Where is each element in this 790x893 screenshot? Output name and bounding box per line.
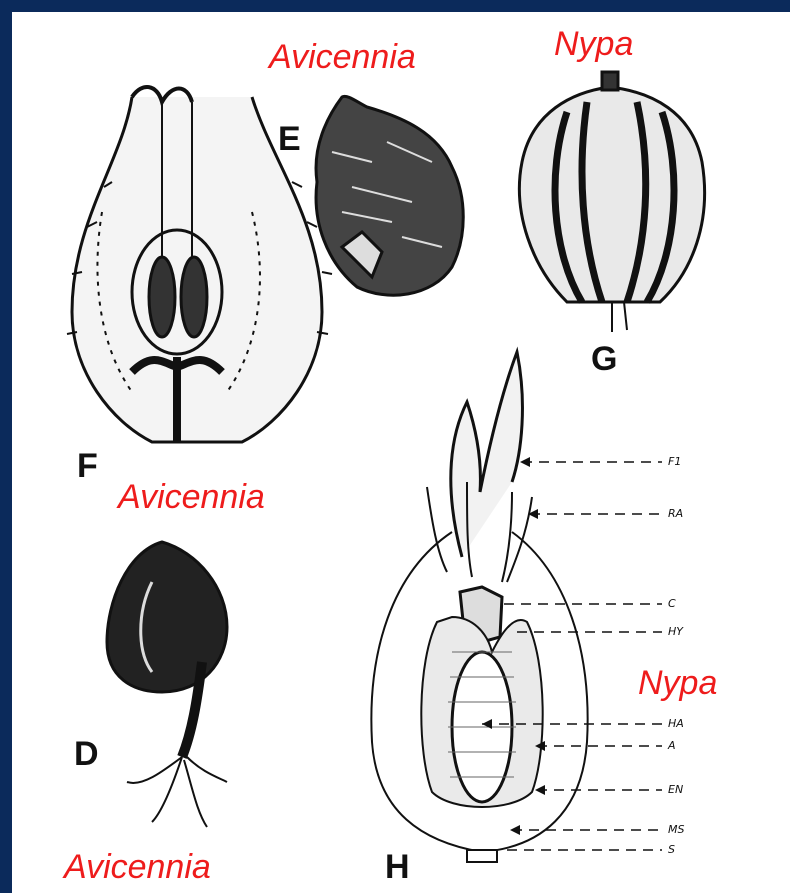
label-avicennia-bottom: Avicennia: [64, 850, 211, 884]
figure-letter-e: E: [278, 122, 301, 156]
part-label-ms: MS: [668, 824, 684, 835]
part-label-en: EN: [668, 784, 683, 795]
label-avicennia-top: Avicennia: [269, 40, 416, 74]
part-label-fi: F1: [668, 456, 681, 467]
nypa-fruit-section-drawing: [371, 352, 662, 862]
figure-letter-f: F: [77, 449, 98, 483]
figure-letter-d: D: [74, 737, 99, 771]
slide-canvas: Avicennia Nypa Avicennia Nypa Avicennia …: [12, 12, 790, 893]
botanical-drawings: [12, 12, 790, 893]
avicennia-fruit-drawing: [316, 96, 463, 295]
label-nypa-top: Nypa: [554, 27, 633, 61]
part-label-a: A: [668, 740, 676, 751]
figure-letter-h: H: [385, 850, 410, 884]
part-label-ha: HA: [668, 718, 684, 729]
part-label-hy: HY: [668, 626, 683, 637]
part-label-c: C: [668, 598, 676, 609]
nypa-fruit-drawing: [519, 72, 704, 332]
part-label-ra: RA: [668, 508, 683, 519]
avicennia-seedling-drawing: [107, 542, 227, 827]
label-nypa-right: Nypa: [638, 666, 717, 700]
figure-letter-g: G: [591, 342, 617, 376]
part-label-s: S: [668, 844, 675, 855]
label-avicennia-mid: Avicennia: [118, 480, 265, 514]
